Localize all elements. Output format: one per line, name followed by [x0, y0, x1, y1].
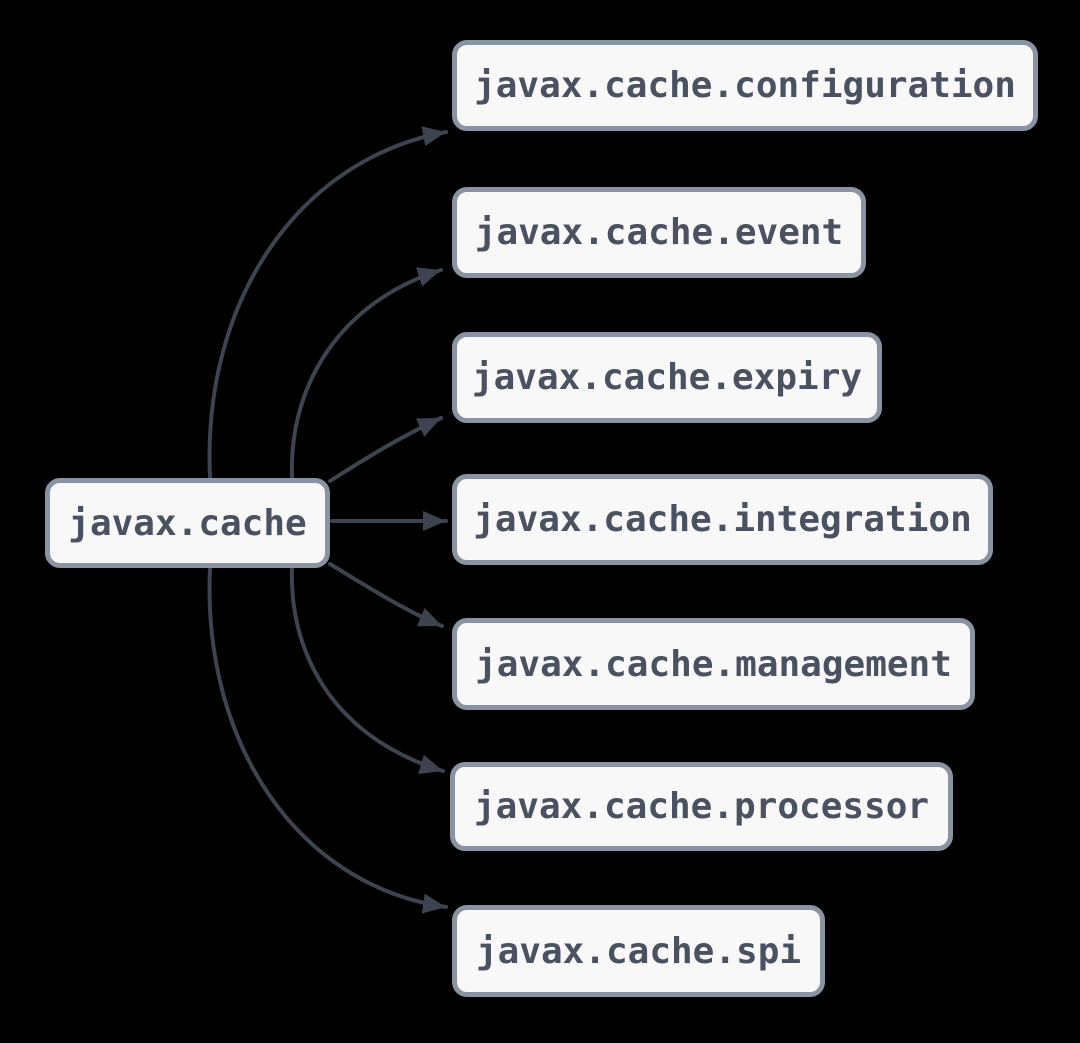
node-javax-cache-spi-label: javax.cache.spi	[475, 930, 802, 972]
node-javax-cache-integration: javax.cache.integration	[452, 474, 993, 565]
edge-javax-cache-to-event	[289, 267, 443, 479]
node-javax-cache-event-label: javax.cache.event	[474, 212, 844, 253]
edge-javax-cache-to-management	[328, 562, 444, 628]
node-javax-cache-label: javax.cache	[68, 502, 307, 544]
edge-javax-cache-to-expiry	[328, 416, 443, 483]
node-javax-cache-management-label: javax.cache.management	[475, 643, 952, 685]
node-javax-cache: javax.cache	[45, 478, 330, 568]
node-javax-cache-spi: javax.cache.spi	[452, 905, 825, 997]
node-javax-cache-configuration-label: javax.cache.configuration	[474, 65, 1016, 106]
node-javax-cache-processor-label: javax.cache.processor	[473, 786, 930, 827]
node-javax-cache-expiry-label: javax.cache.expiry	[471, 357, 863, 398]
edge-javax-cache-to-spi	[207, 566, 448, 914]
edge-javax-cache-to-processor	[289, 566, 445, 774]
edge-javax-cache-to-configuration	[207, 126, 448, 479]
node-javax-cache-expiry: javax.cache.expiry	[452, 332, 882, 423]
node-javax-cache-integration-label: javax.cache.integration	[473, 499, 972, 540]
node-javax-cache-event: javax.cache.event	[452, 187, 866, 278]
node-javax-cache-management: javax.cache.management	[452, 618, 975, 710]
node-javax-cache-processor: javax.cache.processor	[450, 762, 953, 851]
node-javax-cache-configuration: javax.cache.configuration	[452, 40, 1038, 131]
